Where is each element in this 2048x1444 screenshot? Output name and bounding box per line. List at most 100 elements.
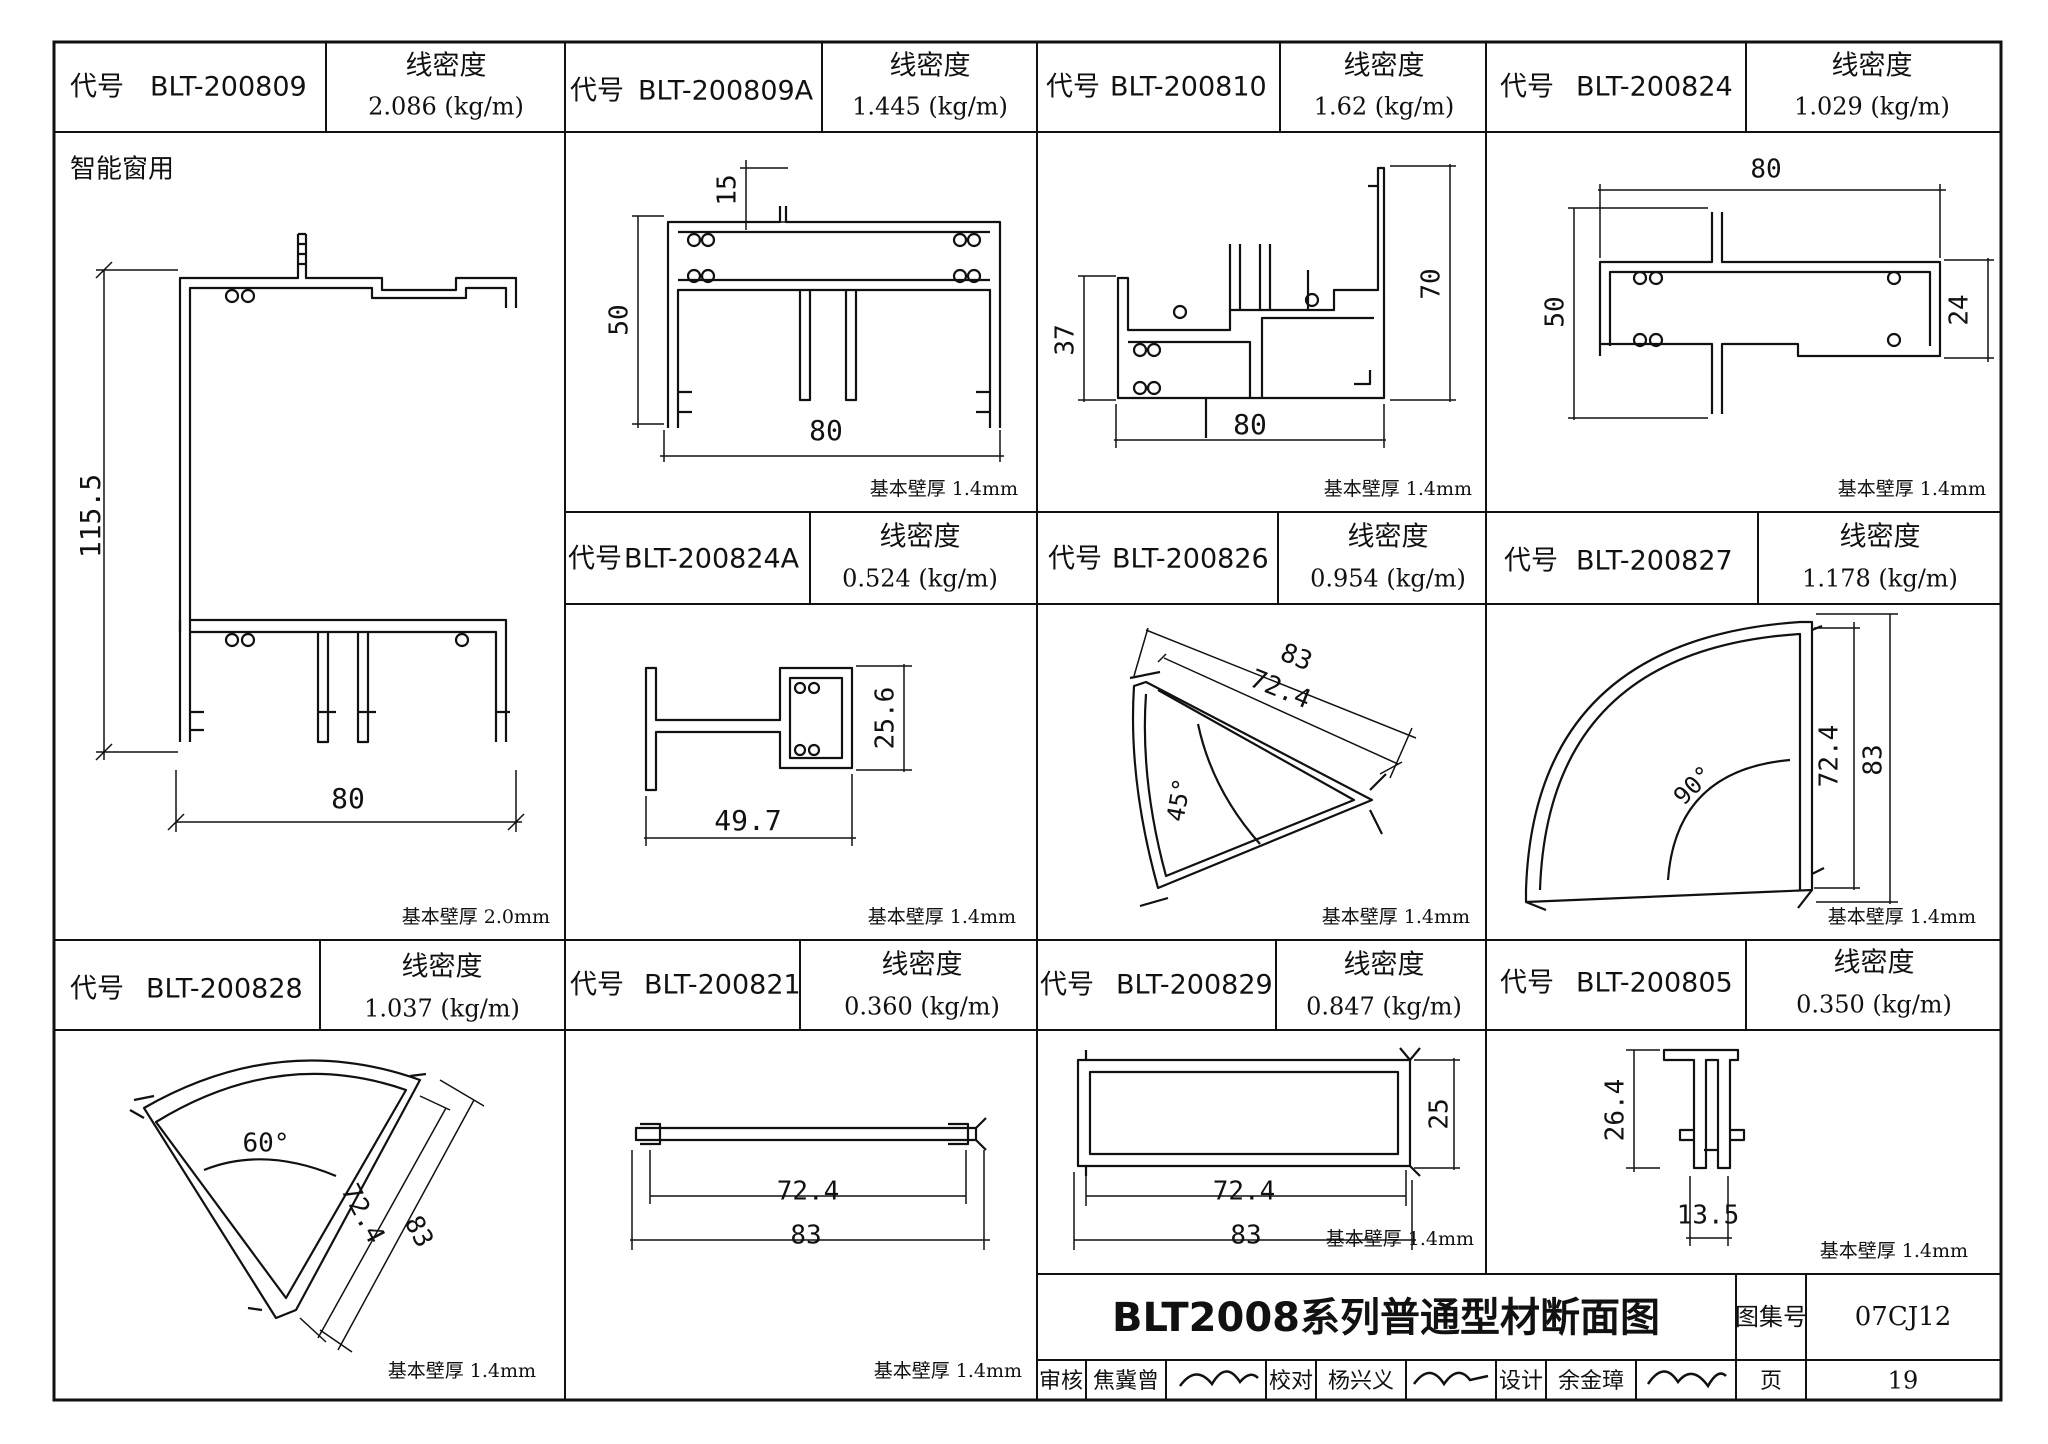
code-prefix-200829: 代号 — [1040, 970, 1094, 1001]
density-label-200829: 线密度 — [1344, 950, 1425, 981]
code-200810: BLT-200810 — [1110, 72, 1267, 103]
grid-lines — [54, 42, 2001, 1400]
dim-72-4-p7: 72.4 — [334, 1179, 390, 1248]
dim-80-p3: 80 — [1750, 155, 1781, 185]
profile-section-200824 — [1568, 184, 1994, 420]
sheet-frame — [52, 40, 2003, 1402]
wall-thickness-200824: 基本壁厚 1.4mm — [1838, 478, 1986, 500]
code-200809: BLT-200809 — [150, 72, 307, 103]
designer-name: 余金璋 — [1558, 1369, 1624, 1394]
page-number: 19 — [1888, 1367, 1919, 1395]
note-smart-window: 智能窗用 — [70, 155, 174, 185]
density-label-200826: 线密度 — [1348, 522, 1429, 553]
angle-60: 60° — [243, 1129, 290, 1159]
code-200805: BLT-200805 — [1576, 968, 1733, 999]
density-label-200824a: 线密度 — [880, 522, 961, 553]
profile-section-200824a — [644, 664, 912, 846]
code-prefix-200824: 代号 — [1500, 72, 1554, 103]
density-200805: 0.350 (kg/m) — [1796, 991, 1952, 1019]
density-label-200809: 线密度 — [406, 51, 487, 82]
code-200821: BLT-200821 — [644, 970, 801, 1001]
code-prefix-200824a: 代号 — [568, 544, 622, 575]
dim-15: 15 — [713, 174, 743, 205]
code-prefix-200826: 代号 — [1048, 544, 1102, 575]
reviewer-signature — [1178, 1370, 1259, 1387]
dim-83-p7: 83 — [398, 1211, 439, 1253]
profile-section-200810 — [1078, 164, 1456, 448]
code-prefix-200810: 代号 — [1046, 72, 1100, 103]
code-200827: BLT-200827 — [1576, 546, 1733, 577]
design-label: 设计 — [1499, 1369, 1543, 1394]
dim-83-p9: 83 — [1230, 1221, 1261, 1251]
reviewer-name: 焦冀曾 — [1093, 1369, 1159, 1394]
dim-50-p1: 50 — [605, 304, 635, 335]
dim-72-4-p9: 72.4 — [1213, 1177, 1276, 1207]
profile-section-200809a — [632, 160, 1004, 462]
profile-section-200809 — [95, 232, 525, 832]
atlas-label: 图集号 — [1735, 1303, 1807, 1331]
density-200809a: 1.445 (kg/m) — [852, 93, 1008, 121]
wall-thickness-200809: 基本壁厚 2.0mm — [402, 906, 550, 928]
density-200829: 0.847 (kg/m) — [1306, 993, 1462, 1021]
profile-section-200826 — [1129, 627, 1417, 908]
dim-70: 70 — [1417, 268, 1447, 299]
code-prefix-200828: 代号 — [70, 974, 124, 1005]
profile-section-200827 — [1524, 613, 1898, 912]
code-200809a: BLT-200809A — [638, 76, 814, 107]
wall-thickness-200829: 基本壁厚 1.4mm — [1326, 1228, 1474, 1250]
angle-45: 45° — [1161, 776, 1196, 824]
density-200824: 1.029 (kg/m) — [1794, 93, 1950, 121]
checker-signature — [1412, 1371, 1489, 1387]
review-label: 审核 — [1039, 1369, 1083, 1394]
code-200828: BLT-200828 — [146, 974, 303, 1005]
profile-section-200829 — [1073, 1047, 1460, 1250]
density-label-200827: 线密度 — [1840, 522, 1921, 553]
density-200824a: 0.524 (kg/m) — [842, 565, 998, 593]
dim-72-4-p8: 72.4 — [777, 1177, 840, 1207]
wall-thickness-200827: 基本壁厚 1.4mm — [1828, 906, 1976, 928]
check-label: 校对 — [1269, 1369, 1313, 1394]
atlas-number: 07CJ12 — [1855, 1302, 1951, 1332]
wall-thickness-200824a: 基本壁厚 1.4mm — [868, 906, 1016, 928]
density-label-200828: 线密度 — [402, 952, 483, 983]
density-200821: 0.360 (kg/m) — [844, 993, 1000, 1021]
profile-section-200805 — [1626, 1048, 1746, 1246]
dim-80-p0: 80 — [331, 782, 365, 815]
density-200827: 1.178 (kg/m) — [1802, 565, 1958, 593]
code-prefix-200805: 代号 — [1500, 968, 1554, 999]
dim-80-p1: 80 — [809, 414, 843, 447]
wall-thickness-200805: 基本壁厚 1.4mm — [1820, 1240, 1968, 1262]
dim-50-p3: 50 — [1541, 296, 1571, 327]
code-prefix-200821: 代号 — [570, 970, 624, 1001]
density-label-200824: 线密度 — [1832, 51, 1913, 82]
dim-80-p2: 80 — [1233, 408, 1267, 441]
density-200828: 1.037 (kg/m) — [364, 995, 520, 1023]
wall-thickness-200828: 基本壁厚 1.4mm — [388, 1360, 536, 1382]
profile-section-200828 — [129, 1059, 485, 1353]
dim-83-p8: 83 — [790, 1221, 821, 1251]
dim-83-p5: 83 — [1276, 638, 1316, 678]
dim-26-4: 26.4 — [1601, 1079, 1631, 1142]
code-200824a: BLT-200824A — [624, 544, 800, 575]
wall-thickness-200810: 基本壁厚 1.4mm — [1324, 478, 1472, 500]
dim-115-5: 115.5 — [74, 474, 107, 558]
code-prefix-200827: 代号 — [1504, 546, 1558, 577]
density-label-200805: 线密度 — [1834, 948, 1915, 979]
profile-section-200821 — [630, 1117, 990, 1250]
code-prefix-200809a: 代号 — [570, 76, 624, 107]
density-label-200821: 线密度 — [882, 950, 963, 981]
dim-25-6: 25.6 — [871, 687, 901, 750]
density-200826: 0.954 (kg/m) — [1310, 565, 1466, 593]
dim-83-p6: 83 — [1859, 744, 1889, 775]
angle-90: 90° — [1668, 760, 1718, 810]
code-200826: BLT-200826 — [1112, 544, 1269, 575]
dim-49-7: 49.7 — [714, 804, 781, 837]
dim-13-5: 13.5 — [1677, 1201, 1740, 1231]
dim-72-4-p6: 72.4 — [1815, 725, 1845, 788]
dim-37: 37 — [1051, 324, 1081, 355]
wall-thickness-200821: 基本壁厚 1.4mm — [874, 1360, 1022, 1382]
wall-thickness-200826: 基本壁厚 1.4mm — [1322, 906, 1470, 928]
page-label: 页 — [1760, 1369, 1782, 1394]
dim-25: 25 — [1425, 1098, 1455, 1129]
